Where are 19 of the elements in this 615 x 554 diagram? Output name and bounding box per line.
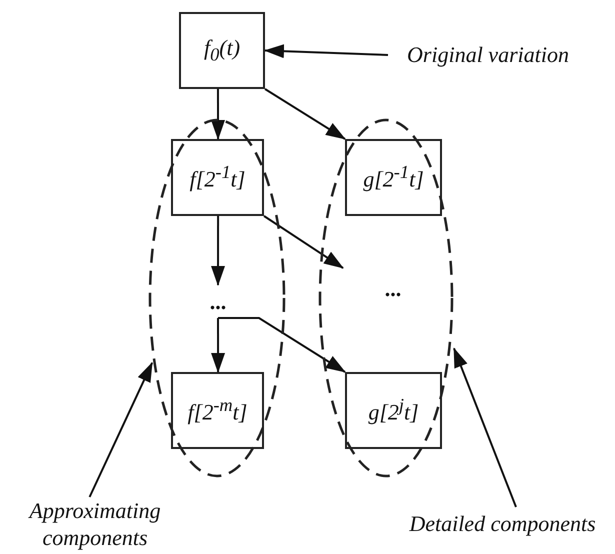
annotation-text: Approximating components [27,498,162,551]
annotation-text: Detailed components [409,510,596,538]
arrow [211,318,226,373]
arrow [211,216,226,286]
arrow [218,317,346,373]
ellipsis-text: ... [210,288,226,314]
arrow [264,44,388,58]
process-box: g[2$^{-1}$t] [345,139,442,216]
leader-arrow [88,362,154,498]
process-box: f$_{0}$(t) [179,12,265,89]
annotation-text: Original variation [407,42,569,68]
leader-arrow [453,347,517,508]
arrow [263,215,344,269]
ellipsis-text: ... [384,276,402,302]
process-box: f[2$^{-1}$t] [171,139,264,216]
arrow [211,89,226,140]
process-box: g[2$^{j}$t] [345,372,442,449]
arrow [264,88,346,140]
process-box: f[2$^{-m}$t] [171,372,264,449]
